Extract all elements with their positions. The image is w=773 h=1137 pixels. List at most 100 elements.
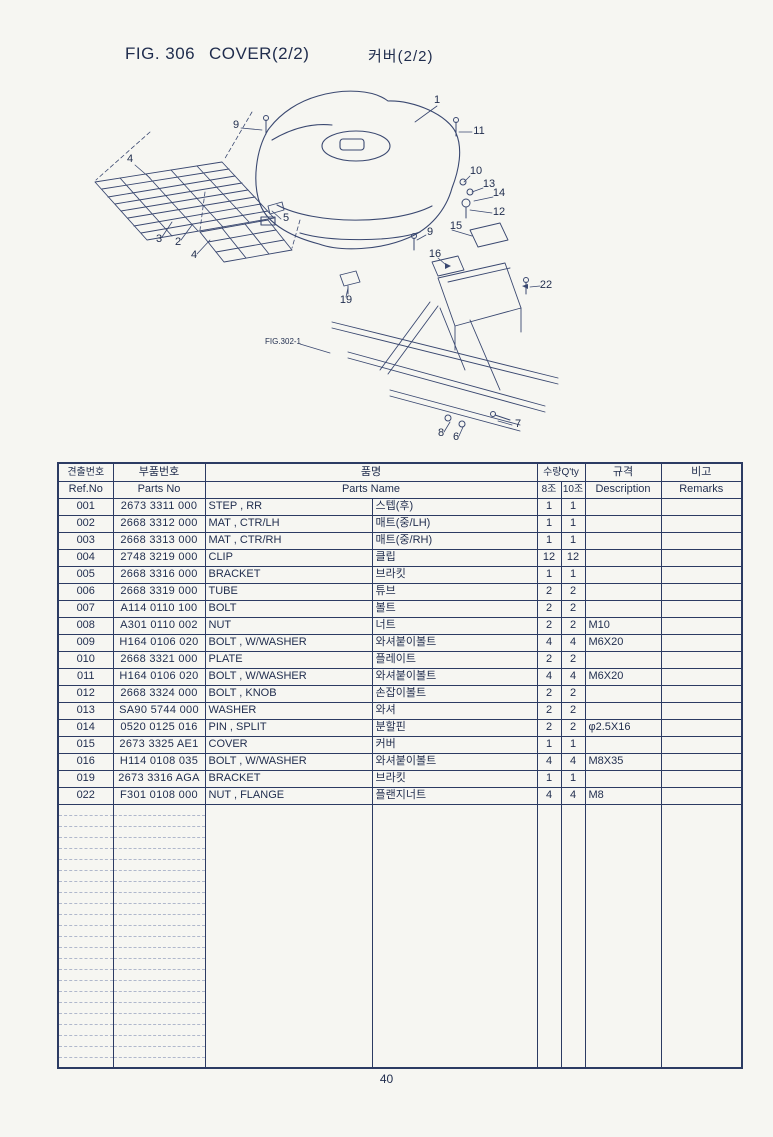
cell-name: STEP , RR [204, 498, 373, 516]
empty-cell [660, 1046, 743, 1057]
cell-part: H164 0106 020 [112, 634, 206, 652]
cell-part: 2668 3319 000 [112, 583, 206, 601]
cell-part: H164 0106 020 [112, 668, 206, 686]
diagram-callout: 9 [233, 119, 239, 131]
empty-cell [560, 980, 586, 991]
cell-rem [660, 770, 743, 788]
empty-cell [584, 925, 662, 936]
cell-kr: 와셔붙이볼트 [371, 634, 538, 652]
empty-cell [57, 936, 114, 948]
empty-cell [57, 1046, 114, 1058]
col-header-remarks-kr: 비고 [660, 463, 743, 482]
cell-part: H114 0108 035 [112, 753, 206, 771]
cell-kr: 매트(중/LH) [371, 515, 538, 533]
cell-kr: 볼트 [371, 600, 538, 618]
empty-cell [204, 925, 373, 936]
cell-rem [660, 753, 743, 771]
cell-q8: 4 [536, 787, 562, 805]
empty-cell [371, 925, 538, 936]
empty-cell [660, 881, 743, 892]
empty-cell [584, 892, 662, 903]
empty-cell [584, 1035, 662, 1046]
empty-cell [371, 1024, 538, 1035]
empty-row [57, 1046, 743, 1058]
cell-kr: 브라킷 [371, 770, 538, 788]
empty-cell [371, 991, 538, 1002]
cell-name: WASHER [204, 702, 373, 720]
cell-q8: 12 [536, 549, 562, 567]
cell-ref: 004 [57, 549, 114, 567]
empty-cell [57, 892, 114, 904]
diagram-callout: 6 [453, 431, 459, 443]
cell-name: BRACKET [204, 770, 373, 788]
empty-row [57, 892, 743, 904]
empty-cell [371, 859, 538, 870]
empty-cell [584, 969, 662, 980]
empty-cell [112, 991, 206, 1003]
empty-cell [57, 1002, 114, 1014]
cell-kr: 클립 [371, 549, 538, 567]
cell-ref: 012 [57, 685, 114, 703]
diagram-callout: 22 [540, 279, 552, 291]
cell-q8: 1 [536, 770, 562, 788]
cell-desc: M6X20 [584, 634, 662, 652]
empty-cell [560, 881, 586, 892]
empty-cell [204, 826, 373, 837]
cell-rem [660, 600, 743, 618]
frame-assembly [267, 201, 559, 432]
cell-kr: 스텝(후) [371, 498, 538, 516]
empty-cell [536, 925, 562, 936]
cell-q8: 1 [536, 736, 562, 754]
empty-cell [371, 1013, 538, 1024]
empty-cell [660, 815, 743, 826]
empty-row [57, 881, 743, 893]
empty-cell [204, 958, 373, 969]
empty-cell [371, 958, 538, 969]
diagram-callout: 5 [283, 212, 289, 224]
empty-cell [560, 947, 586, 958]
cell-rem [660, 549, 743, 567]
empty-cell [112, 870, 206, 882]
empty-cell [371, 1035, 538, 1046]
grille-mat-rh [199, 219, 293, 263]
empty-cell [204, 936, 373, 947]
empty-cell [536, 881, 562, 892]
empty-row [57, 1013, 743, 1025]
empty-cell [371, 815, 538, 826]
cell-ref: 010 [57, 651, 114, 669]
empty-cell [371, 870, 538, 881]
empty-cell [560, 815, 586, 826]
empty-cell [204, 1002, 373, 1013]
empty-cell [57, 1035, 114, 1047]
cell-part: SA90 5744 000 [112, 702, 206, 720]
cell-rem [660, 719, 743, 737]
parts-table: 견출번호 부품번호 품명 수량Q'ty 규격 비고 Ref.No Parts N… [57, 462, 743, 1069]
empty-cell [112, 980, 206, 992]
diagram-fig-ref: FIG.302-1 [265, 337, 302, 346]
cell-q10: 2 [560, 702, 586, 720]
empty-cell [584, 1046, 662, 1057]
empty-cell [57, 903, 114, 915]
empty-cell [112, 914, 206, 926]
cell-rem [660, 498, 743, 516]
empty-cell [584, 848, 662, 859]
empty-cell [57, 969, 114, 981]
empty-cell [584, 826, 662, 837]
cell-q10: 4 [560, 668, 586, 686]
cell-q10: 12 [560, 549, 586, 567]
empty-cell [204, 870, 373, 881]
cell-part: 2668 3321 000 [112, 651, 206, 669]
cell-q8: 1 [536, 498, 562, 516]
empty-cell [584, 837, 662, 848]
empty-cell [536, 837, 562, 848]
diagram-callout: 7 [515, 418, 521, 430]
leader-lines [134, 105, 541, 437]
explode-guides [95, 111, 301, 249]
